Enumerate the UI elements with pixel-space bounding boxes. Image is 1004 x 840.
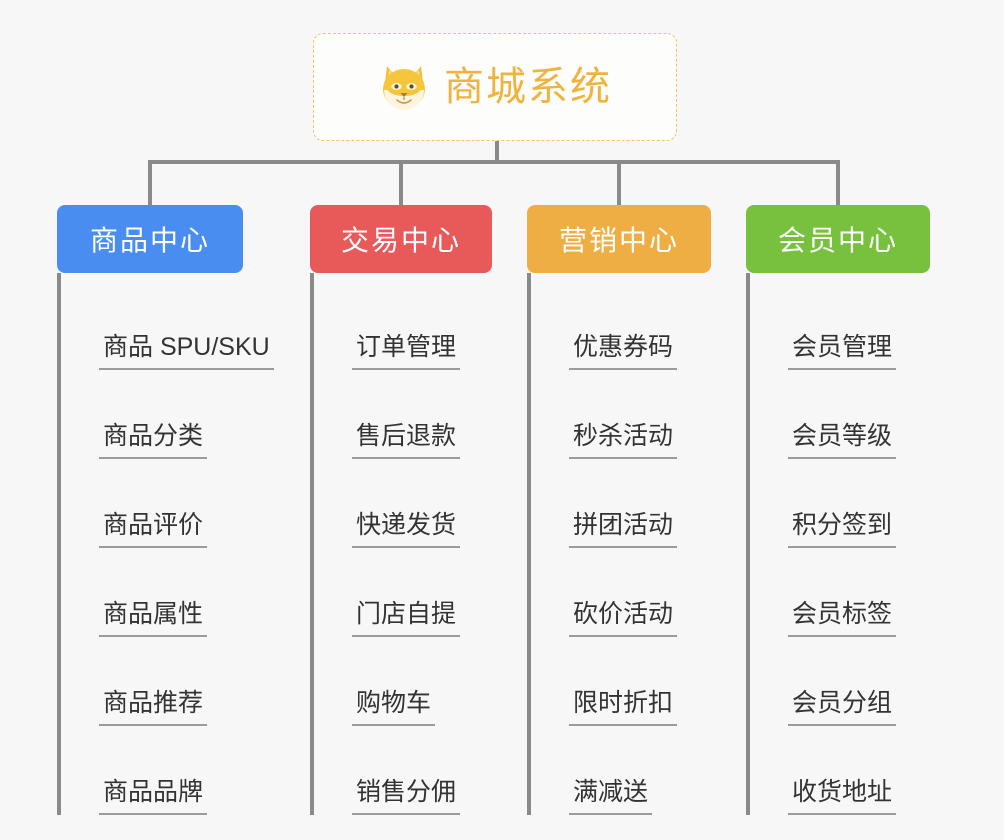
leaf-item[interactable]: 商品评价: [61, 459, 243, 548]
leaf-list-marketing: 优惠券码 秒杀活动 拼团活动 砍价活动 限时折扣 满减送: [527, 273, 711, 815]
leaf-item[interactable]: 购物车: [314, 637, 492, 726]
category-header-label: 营销中心: [558, 225, 679, 256]
category-header-label: 交易中心: [340, 225, 461, 256]
leaf-label: 门店自提: [352, 600, 461, 637]
leaf-label: 秒杀活动: [569, 422, 678, 459]
leaf-item[interactable]: 快递发货: [314, 459, 492, 548]
leaf-item[interactable]: 门店自提: [314, 548, 492, 637]
category-header-label: 商品中心: [89, 225, 210, 256]
leaf-label: 积分签到: [788, 511, 897, 548]
leaf-label: 会员标签: [788, 600, 897, 637]
category-column-member: 会员中心 会员管理 会员等级 积分签到 会员标签 会员分组 收货地址: [746, 205, 930, 815]
connector-drop-2: [399, 160, 403, 205]
leaf-item[interactable]: 商品分类: [61, 370, 243, 459]
leaf-item[interactable]: 商品 SPU/SKU: [61, 281, 274, 370]
leaf-list-product: 商品 SPU/SKU 商品分类 商品评价 商品属性 商品推荐 商品品牌: [57, 273, 274, 815]
leaf-list-trade: 订单管理 售后退款 快递发货 门店自提 购物车 销售分佣: [310, 273, 492, 815]
root-node[interactable]: 商城系统: [313, 33, 677, 141]
leaf-item[interactable]: 会员分组: [750, 637, 930, 726]
leaf-label: 满减送: [569, 778, 653, 815]
leaf-item[interactable]: 收货地址: [750, 726, 930, 815]
category-column-trade: 交易中心 订单管理 售后退款 快递发货 门店自提 购物车 销售分佣: [310, 205, 492, 815]
leaf-label: 商品 SPU/SKU: [99, 333, 274, 370]
leaf-item[interactable]: 商品推荐: [61, 637, 243, 726]
leaf-label: 商品品牌: [99, 778, 208, 815]
leaf-label: 销售分佣: [352, 778, 461, 815]
leaf-label: 拼团活动: [569, 511, 678, 548]
leaf-item[interactable]: 售后退款: [314, 370, 492, 459]
leaf-label: 快递发货: [352, 511, 461, 548]
leaf-item[interactable]: 会员等级: [750, 370, 930, 459]
leaf-item[interactable]: 商品属性: [61, 548, 243, 637]
leaf-item[interactable]: 商品品牌: [61, 726, 243, 815]
shiba-dog-face-icon: [378, 62, 430, 112]
leaf-item[interactable]: 销售分佣: [314, 726, 492, 815]
category-header-marketing[interactable]: 营销中心: [527, 205, 711, 273]
category-header-trade[interactable]: 交易中心: [310, 205, 492, 273]
leaf-label: 优惠券码: [569, 333, 678, 370]
leaf-label: 商品分类: [99, 422, 208, 459]
leaf-label: 订单管理: [352, 333, 461, 370]
category-header-member[interactable]: 会员中心: [746, 205, 930, 273]
leaf-label: 商品属性: [99, 600, 208, 637]
leaf-label: 收货地址: [788, 778, 897, 815]
leaf-label: 限时折扣: [569, 689, 678, 726]
leaf-label: 会员分组: [788, 689, 897, 726]
leaf-item[interactable]: 订单管理: [314, 281, 492, 370]
leaf-label: 商品推荐: [99, 689, 208, 726]
connector-drop-4: [836, 160, 840, 205]
category-header-product[interactable]: 商品中心: [57, 205, 243, 273]
leaf-item[interactable]: 积分签到: [750, 459, 930, 548]
leaf-label: 售后退款: [352, 422, 461, 459]
connector-drop-1: [148, 160, 152, 205]
leaf-item[interactable]: 优惠券码: [531, 281, 711, 370]
connector-horizontal-bus: [148, 160, 840, 164]
leaf-item[interactable]: 秒杀活动: [531, 370, 711, 459]
connector-root-stem: [495, 141, 499, 164]
leaf-item[interactable]: 拼团活动: [531, 459, 711, 548]
category-column-marketing: 营销中心 优惠券码 秒杀活动 拼团活动 砍价活动 限时折扣 满减送: [527, 205, 711, 815]
leaf-label: 购物车: [352, 689, 436, 726]
category-header-label: 会员中心: [777, 225, 898, 256]
leaf-item[interactable]: 满减送: [531, 726, 711, 815]
leaf-item[interactable]: 限时折扣: [531, 637, 711, 726]
leaf-item[interactable]: 会员管理: [750, 281, 930, 370]
leaf-item[interactable]: 砍价活动: [531, 548, 711, 637]
leaf-label: 会员等级: [788, 422, 897, 459]
leaf-list-member: 会员管理 会员等级 积分签到 会员标签 会员分组 收货地址: [746, 273, 930, 815]
leaf-label: 砍价活动: [569, 600, 678, 637]
connector-drop-3: [617, 160, 621, 205]
leaf-label: 商品评价: [99, 511, 208, 548]
root-title: 商城系统: [444, 65, 612, 109]
leaf-label: 会员管理: [788, 333, 897, 370]
category-column-product: 商品中心 商品 SPU/SKU 商品分类 商品评价 商品属性 商品推荐 商品品牌: [57, 205, 274, 815]
leaf-item[interactable]: 会员标签: [750, 548, 930, 637]
